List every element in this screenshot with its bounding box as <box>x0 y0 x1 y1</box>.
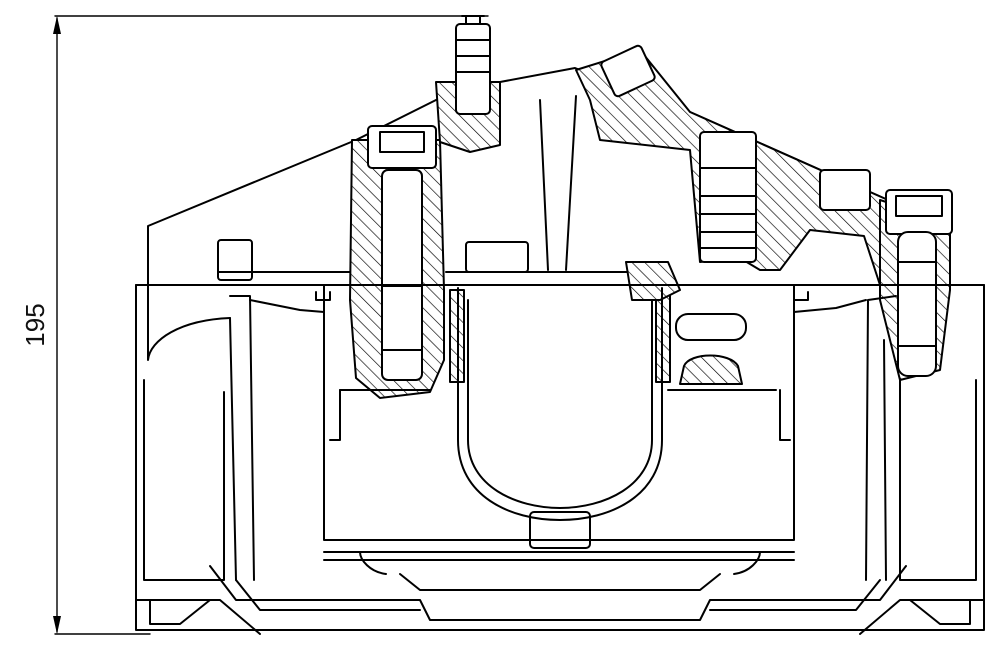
right-body-section <box>575 44 951 286</box>
bottom-bracket <box>135 551 985 635</box>
caliper-body <box>135 284 985 631</box>
left-guide-pin <box>349 125 445 399</box>
dimension-line <box>53 15 489 635</box>
right-guide-pin <box>879 189 953 381</box>
dimension-label: 195 <box>20 303 50 346</box>
piston-seals <box>449 261 681 383</box>
bleed-screw <box>435 15 501 153</box>
piston <box>457 287 663 549</box>
inner-cavity <box>315 291 809 391</box>
